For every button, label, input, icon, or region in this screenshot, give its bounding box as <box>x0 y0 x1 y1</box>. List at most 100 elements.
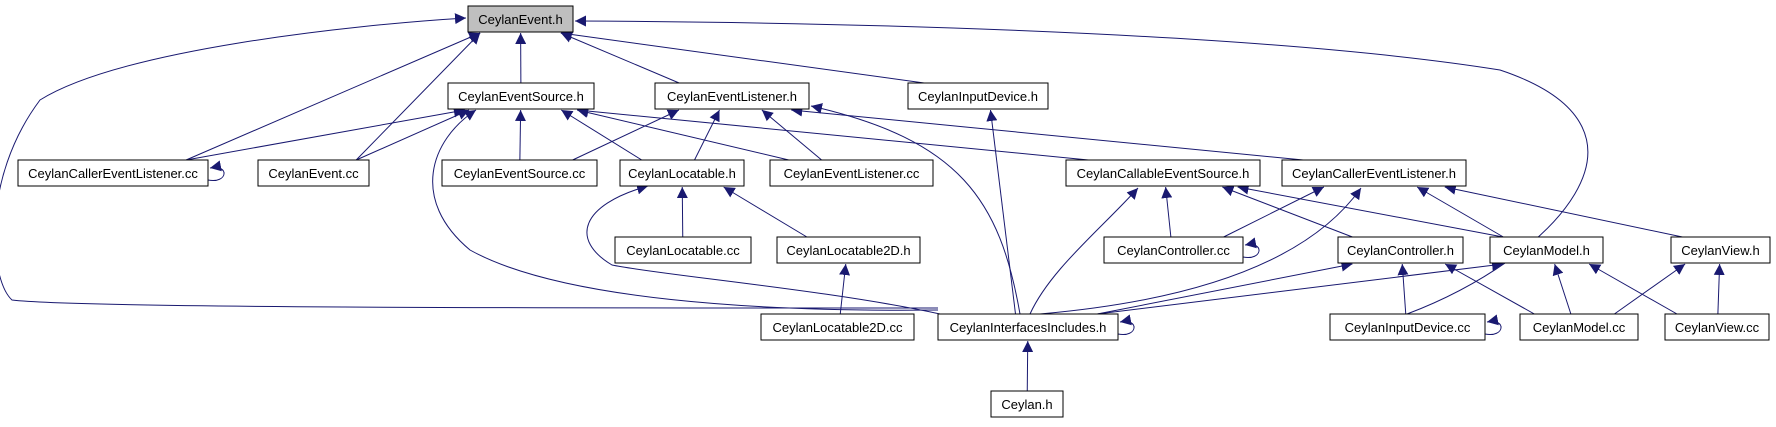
node-label: CeylanView.h <box>1681 243 1760 258</box>
edge-locatable_h-to-event_source_h <box>560 109 643 161</box>
edge-interfaces_includes_h-to-model_h <box>1097 259 1504 315</box>
edge-interfaces_includes_h-to-event_listener_h <box>810 103 1021 315</box>
node-label: CeylanInputDevice.cc <box>1345 320 1471 335</box>
edge-input_device_cc-to-controller_h <box>1397 263 1409 315</box>
node-input-device-cc[interactable]: CeylanInputDevice.cc <box>1329 313 1486 341</box>
node-event-h[interactable]: CeylanEvent.h <box>467 5 574 33</box>
edge-locatable_cc-to-locatable_h <box>676 186 688 238</box>
edge-model_cc-to-view_h <box>1614 263 1686 315</box>
node-label: CeylanModel.h <box>1503 243 1590 258</box>
edge-interfaces_includes_h-to-caller_event_listener_h <box>1039 187 1362 315</box>
edge-interfaces_includes_h-to-input_device_h <box>986 109 1016 315</box>
node-controller-cc[interactable]: CeylanController.cc <box>1103 236 1244 264</box>
node-event-cc[interactable]: CeylanEvent.cc <box>257 159 370 187</box>
node-caller-event-listener-h[interactable]: CeylanCallerEventListener.h <box>1281 159 1467 187</box>
node-event-source-h[interactable]: CeylanEventSource.h <box>447 82 595 110</box>
node-box <box>1065 159 1261 187</box>
node-input-device-h[interactable]: CeylanInputDevice.h <box>907 82 1049 110</box>
node-locatable2d-cc[interactable]: CeylanLocatable2D.cc <box>760 313 915 341</box>
edge-ceylan_h-to-interfaces_includes_h <box>1022 340 1034 392</box>
node-box <box>1329 313 1486 341</box>
edge-model_h-to-callable_event_source_h <box>1237 183 1504 238</box>
edge-input_device_cc-to-event_h <box>574 15 1589 315</box>
node-model-cc[interactable]: CeylanModel.cc <box>1519 313 1639 341</box>
node-box <box>937 313 1119 341</box>
edge-caller_event_listener_cc-to-event_h <box>185 32 481 161</box>
node-label: CeylanCallerEventListener.cc <box>28 166 198 181</box>
node-label: CeylanView.cc <box>1675 320 1760 335</box>
node-event-listener-cc[interactable]: CeylanEventListener.cc <box>769 159 934 187</box>
edge-input_device_cc-to-input_device_cc <box>1484 314 1502 335</box>
node-locatable-cc[interactable]: CeylanLocatable.cc <box>614 236 752 264</box>
node-box <box>441 159 598 187</box>
edge-callable_event_source_h-to-event_source_h <box>577 105 1089 161</box>
node-label: CeylanEvent.h <box>478 12 563 27</box>
node-box <box>654 82 810 110</box>
edge-event_source_cc-to-event_source_h <box>514 109 526 161</box>
node-label: CeylanLocatable2D.h <box>786 243 910 258</box>
node-box <box>17 159 209 187</box>
edge-controller_cc-to-controller_cc <box>1242 237 1260 258</box>
edge-controller_cc-to-callable_event_source_h <box>1161 186 1173 238</box>
node-box <box>1670 236 1771 264</box>
edge-model_h-to-caller_event_listener_h <box>1416 186 1504 238</box>
node-interfaces-includes-h[interactable]: CeylanInterfacesIncludes.h <box>937 313 1119 341</box>
edge-view_cc-to-model_h <box>1588 263 1678 315</box>
node-label: CeylanController.h <box>1347 243 1454 258</box>
edge-locatable2d_h-to-locatable_h <box>723 186 808 238</box>
node-box <box>447 82 595 110</box>
edge-interfaces_includes_h-to-controller_h <box>1097 260 1353 315</box>
node-label: CeylanInterfacesIncludes.h <box>950 320 1107 335</box>
node-label: Ceylan.h <box>1001 397 1052 412</box>
node-label: CeylanEventSource.h <box>458 89 584 104</box>
edge-controller_cc-to-caller_event_listener_h <box>1223 186 1325 238</box>
edge-interfaces_includes_h-to-event_h <box>0 13 939 309</box>
node-label: CeylanLocatable.h <box>628 166 736 181</box>
node-view-h[interactable]: CeylanView.h <box>1670 236 1771 264</box>
node-box <box>760 313 915 341</box>
node-event-source-cc[interactable]: CeylanEventSource.cc <box>441 159 598 187</box>
node-box <box>1519 313 1639 341</box>
node-box <box>1664 313 1770 341</box>
node-view-cc[interactable]: CeylanView.cc <box>1664 313 1770 341</box>
node-callable-event-source-h[interactable]: CeylanCallableEventSource.h <box>1065 159 1261 187</box>
edge-view_cc-to-view_h <box>1713 263 1725 315</box>
edge-event_cc-to-event_source_h <box>355 109 470 161</box>
node-label: CeylanEvent.cc <box>268 166 359 181</box>
edge-event_listener_cc-to-event_source_h <box>577 107 789 161</box>
edge-caller_event_listener_cc-to-event_source_h <box>185 106 465 161</box>
node-box <box>1489 236 1604 264</box>
edge-controller_h-to-callable_event_source_h <box>1222 185 1353 238</box>
node-box <box>1337 236 1464 264</box>
node-label: CeylanLocatable.cc <box>626 243 740 258</box>
node-label: CeylanEventSource.cc <box>454 166 586 181</box>
node-label: CeylanController.cc <box>1117 243 1230 258</box>
edge-event_cc-to-event_h <box>355 32 481 161</box>
node-box <box>907 82 1049 110</box>
node-locatable2d-h[interactable]: CeylanLocatable2D.h <box>776 236 921 264</box>
node-ceylan-h[interactable]: Ceylan.h <box>990 390 1064 418</box>
node-box <box>1103 236 1244 264</box>
edge-locatable2d_cc-to-locatable2d_h <box>839 263 851 315</box>
edge-caller_event_listener_cc-to-caller_event_listener_cc <box>207 160 225 181</box>
node-label: CeylanCallableEventSource.h <box>1077 166 1250 181</box>
node-box <box>467 5 574 33</box>
node-box <box>614 236 752 264</box>
edge-interfaces_includes_h-to-locatable_h <box>586 183 941 315</box>
node-locatable-h[interactable]: CeylanLocatable.h <box>619 159 745 187</box>
edge-input_device_h-to-event_h <box>560 29 925 84</box>
node-box <box>619 159 745 187</box>
node-box <box>990 390 1064 418</box>
node-event-listener-h[interactable]: CeylanEventListener.h <box>654 82 810 110</box>
edge-view_h-to-caller_event_listener_h <box>1444 183 1683 238</box>
node-label: CeylanCallerEventListener.h <box>1292 166 1456 181</box>
edge-event_listener_cc-to-event_listener_h <box>761 109 822 161</box>
node-label: CeylanEventListener.cc <box>784 166 920 181</box>
node-model-h[interactable]: CeylanModel.h <box>1489 236 1604 264</box>
node-caller-event-listener-cc[interactable]: CeylanCallerEventListener.cc <box>17 159 209 187</box>
node-controller-h[interactable]: CeylanController.h <box>1337 236 1464 264</box>
edges <box>0 13 1725 392</box>
node-box <box>776 236 921 264</box>
